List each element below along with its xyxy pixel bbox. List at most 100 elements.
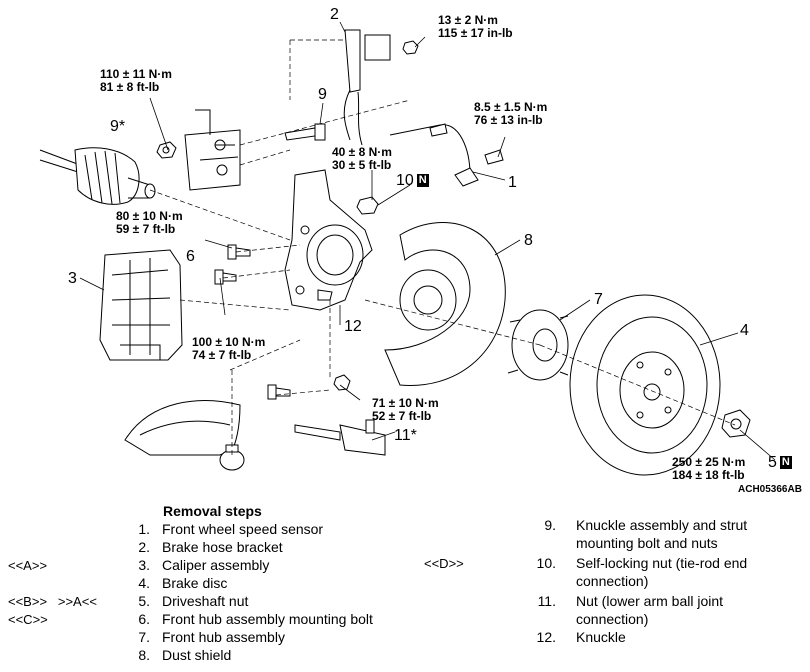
torque-9-star-imperial: 81 ± 8 ft-lb bbox=[100, 80, 160, 94]
step-text: Front hub assembly bbox=[162, 629, 285, 645]
step-5: 5. Driveshaft nut bbox=[128, 592, 248, 610]
torque-2-metric: 13 ± 2 N·m bbox=[438, 13, 498, 27]
step-text: Driveshaft nut bbox=[162, 593, 249, 609]
caliper-bolt-part bbox=[214, 269, 237, 285]
step-number: 2. bbox=[138, 539, 150, 555]
step-text-cont: connection) bbox=[576, 611, 649, 627]
step-text: Front wheel speed sensor bbox=[162, 521, 324, 537]
step-text: Caliper assembly bbox=[162, 557, 270, 573]
torque-11: 71 ± 10 N·m 52 ± 7 ft-lb bbox=[372, 397, 439, 423]
step-number: 7. bbox=[138, 629, 150, 645]
step-10-tag: <<D>> bbox=[424, 556, 464, 571]
callout-8: 8 bbox=[524, 232, 533, 249]
step-2: 2. Brake hose bracket bbox=[128, 538, 282, 556]
step-3: 3. Caliper assembly bbox=[128, 556, 269, 574]
torque-6-metric: 80 ± 10 N·m bbox=[116, 209, 183, 223]
torque-11-metric: 71 ± 10 N·m bbox=[372, 396, 439, 410]
torque-6-imperial: 59 ± 7 ft-lb bbox=[116, 222, 176, 236]
step-text: Knuckle assembly and strut bbox=[576, 517, 748, 533]
step-number: 11. bbox=[537, 593, 556, 609]
step-text: Self-locking nut (tie-rod end bbox=[576, 555, 748, 571]
torque-12-metric: 100 ± 10 N·m bbox=[192, 335, 266, 349]
torque-6: 80 ± 10 N·m 59 ± 7 ft-lb bbox=[116, 210, 183, 236]
callout-9: 9 bbox=[318, 86, 327, 103]
torque-9-star-metric: 110 ± 11 N·m bbox=[100, 67, 172, 81]
removal-steps-title: Removal steps bbox=[163, 503, 262, 519]
torque-10: 40 ± 8 N·m 30 ± 5 ft-lb bbox=[332, 146, 392, 172]
torque-5-imperial: 184 ± 18 ft-lb bbox=[672, 468, 745, 482]
step-text-cont: connection) bbox=[576, 573, 649, 589]
torque-12-imperial: 74 ± 7 ft-lb bbox=[192, 348, 252, 362]
callout-5-number: 5 bbox=[768, 454, 777, 471]
step-text: Nut (lower arm ball joint bbox=[576, 593, 724, 609]
torque-1: 8.5 ± 1.5 N·m 76 ± 13 in-lb bbox=[474, 101, 547, 127]
tie-rod-end-part bbox=[294, 419, 386, 456]
torque-10-imperial: 30 ± 5 ft-lb bbox=[332, 158, 392, 172]
step-text-cont: mounting bolt and nuts bbox=[576, 535, 718, 551]
torque-1-metric: 8.5 ± 1.5 N·m bbox=[474, 100, 548, 114]
step-number: 9. bbox=[544, 517, 556, 533]
step-5-tag: <<B>> >>A<< bbox=[8, 594, 97, 609]
step-6-tag: <<C>> bbox=[8, 612, 48, 627]
step-6: 6. Front hub assembly mounting bolt bbox=[128, 610, 373, 628]
n-badge-10: N bbox=[416, 174, 429, 187]
driveshaft-nut-5-part bbox=[721, 409, 751, 438]
torque-12: 100 ± 10 N·m 74 ± 7 ft-lb bbox=[192, 336, 265, 362]
step-number: 12. bbox=[536, 629, 556, 645]
callout-10-number: 10 bbox=[396, 172, 414, 189]
callout-7: 7 bbox=[594, 291, 603, 308]
step-7: 7. Front hub assembly bbox=[128, 628, 285, 646]
nut-11-star-part bbox=[333, 374, 351, 391]
step-text: Dust shield bbox=[162, 647, 232, 663]
step-number: 5. bbox=[138, 593, 150, 609]
n-badge-5: N bbox=[779, 456, 792, 469]
brake-hose-bracket-part bbox=[343, 29, 419, 146]
step-text: Knuckle bbox=[576, 629, 626, 645]
step-text: Brake hose bracket bbox=[162, 539, 283, 555]
step-number: 3. bbox=[138, 557, 150, 573]
strut-bracket-part bbox=[184, 109, 241, 191]
step-3-tag: <<A>> bbox=[8, 558, 48, 573]
step-11: 11. Nut (lower arm ball joint connection… bbox=[534, 592, 724, 627]
dust-shield-part bbox=[384, 222, 506, 386]
step-10: 10. Self-locking nut (tie-rod end connec… bbox=[534, 554, 748, 589]
driveshaft-part bbox=[39, 147, 156, 205]
callout-11-star: 11* bbox=[394, 427, 417, 444]
callout-4: 4 bbox=[740, 322, 749, 339]
callout-2: 2 bbox=[330, 6, 339, 23]
torque-1-imperial: 76 ± 13 in-lb bbox=[474, 113, 543, 127]
step-number: 6. bbox=[138, 611, 150, 627]
step-number: 4. bbox=[138, 575, 150, 591]
torque-9-star: 110 ± 11 N·m 81 ± 8 ft-lb bbox=[100, 68, 172, 94]
wheel-speed-sensor-part bbox=[389, 123, 504, 187]
step-number: 1. bbox=[138, 521, 150, 537]
brake-disc-part bbox=[569, 294, 721, 476]
nut-9-star-part bbox=[156, 141, 177, 159]
callout-12: 12 bbox=[344, 318, 362, 335]
torque-5-metric: 250 ± 25 N·m bbox=[672, 455, 746, 469]
torque-2-imperial: 115 ± 17 in-lb bbox=[438, 26, 513, 40]
step-8: 8. Dust shield bbox=[128, 646, 231, 664]
step-text: Brake disc bbox=[162, 575, 228, 591]
exploded-view-diagram bbox=[39, 21, 776, 476]
step-1: 1. Front wheel speed sensor bbox=[128, 520, 323, 538]
torque-11-imperial: 52 ± 7 ft-lb bbox=[372, 409, 432, 423]
step-4: 4. Brake disc bbox=[128, 574, 227, 592]
torque-2: 13 ± 2 N·m 115 ± 17 in-lb bbox=[438, 14, 513, 40]
step-number: 10. bbox=[536, 555, 556, 571]
lower-bolt-part bbox=[267, 384, 291, 400]
step-12: 12. Knuckle bbox=[534, 628, 626, 646]
callout-9-star: 9* bbox=[110, 118, 126, 135]
step-9: 9. Knuckle assembly and strut mounting b… bbox=[534, 516, 747, 551]
bolt-9-part bbox=[284, 123, 326, 141]
step-text: Front hub assembly mounting bolt bbox=[162, 611, 373, 627]
torque-5: 250 ± 25 N·m 184 ± 18 ft-lb bbox=[672, 456, 745, 482]
step-number: 8. bbox=[138, 647, 150, 663]
callout-1: 1 bbox=[508, 174, 517, 191]
callout-3: 3 bbox=[68, 270, 77, 287]
caliper-assembly-part bbox=[99, 249, 183, 361]
lower-arm-part bbox=[124, 400, 245, 471]
figure-code: ACH05366AB bbox=[738, 484, 802, 495]
